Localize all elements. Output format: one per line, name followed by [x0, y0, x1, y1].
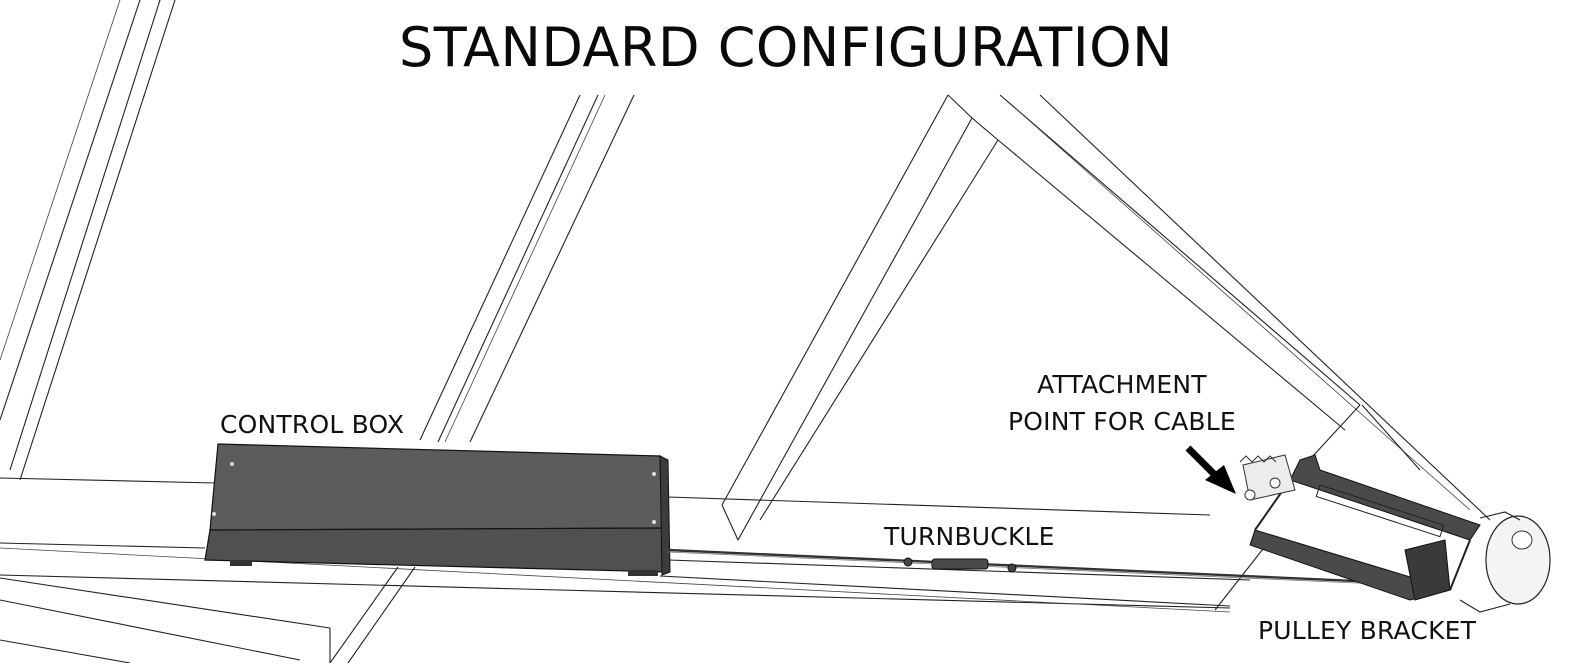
attachment-point-label-line1: ATTACHMENT: [1037, 370, 1207, 399]
page-title: STANDARD CONFIGURATION: [398, 16, 1174, 79]
attachment-arrow: [1185, 445, 1236, 494]
turnbuckle-label: TURNBUCKLE: [884, 522, 1055, 551]
middle-diagonal-beam: [329, 94, 635, 664]
cable: [667, 548, 1401, 586]
control-box-label: CONTROL BOX: [220, 410, 405, 439]
attachment-point-label: ATTACHMENT POINT FOR CABLE: [1008, 366, 1236, 440]
turnbuckle-shape: [903, 557, 1017, 573]
left-diagonal-beams: [0, 0, 176, 481]
triangle-truss: [721, 94, 1491, 611]
pulley-bracket-shape: [1239, 454, 1551, 613]
lower-left-beam: [0, 577, 331, 664]
pulley-bracket-label: PULLEY BRACKET: [1258, 616, 1477, 645]
attachment-point-label-line2: POINT FOR CABLE: [1008, 407, 1236, 436]
control-box-shape: [204, 443, 671, 576]
